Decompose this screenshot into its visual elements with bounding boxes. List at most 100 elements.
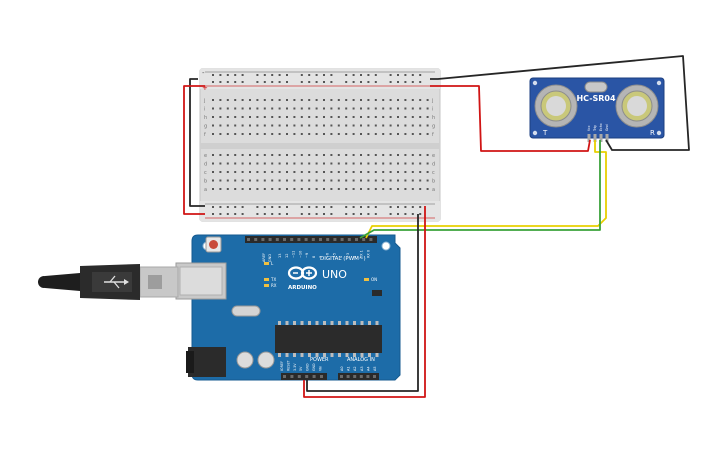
breadboard-hole	[271, 107, 274, 110]
rail-hole	[345, 81, 348, 83]
breadboard-hole	[367, 171, 370, 173]
wire-sensor-vcc	[430, 85, 591, 152]
breadboard-hole	[419, 162, 422, 165]
breadboard-hole	[300, 154, 303, 156]
breadboard-hole	[226, 188, 229, 190]
wire-left-black	[189, 78, 205, 207]
breadboard-hole	[300, 188, 303, 190]
rail-hole	[397, 74, 399, 76]
chip-leg	[315, 321, 319, 325]
rail-hole	[360, 81, 362, 83]
analog-header	[338, 373, 379, 380]
breadboard-hole	[278, 188, 281, 190]
header-pin	[369, 238, 373, 241]
breadboard-hole	[360, 124, 362, 127]
gnd-label: GND	[268, 254, 272, 262]
rail-hole	[367, 74, 370, 76]
breadboard-hole	[389, 107, 392, 110]
breadboard-hole	[397, 154, 399, 156]
breadboard-hole	[286, 162, 288, 165]
breadboard-hole	[278, 179, 281, 182]
power-pin-label: GND	[306, 363, 310, 371]
breadboard-hole	[226, 99, 229, 101]
breadboard-hole	[330, 162, 333, 165]
chip-leg	[368, 321, 371, 325]
digital-pin-label: 2	[353, 256, 357, 258]
rail-hole	[330, 206, 333, 208]
breadboard-hole	[323, 116, 325, 118]
chip-leg	[285, 321, 289, 325]
rail-hole	[315, 206, 318, 208]
breadboard-hole	[212, 133, 214, 135]
row-letter: a	[204, 187, 207, 193]
breadboard-hole	[241, 124, 244, 127]
breadboard-hole	[293, 154, 296, 156]
rail-hole	[315, 213, 318, 215]
breadboard-hole	[374, 133, 377, 135]
digital-pin-label: ~11	[292, 251, 296, 258]
rail-hole	[234, 206, 237, 208]
rail-hole	[212, 81, 214, 83]
header-pin	[320, 375, 323, 378]
breadboard-hole	[308, 171, 311, 173]
breadboard-hole	[256, 133, 259, 135]
analog-pin-label: A2	[353, 366, 357, 371]
rail-hole	[263, 213, 266, 215]
breadboard-hole	[249, 116, 251, 118]
breadboard-hole	[345, 179, 348, 182]
rail-hole	[241, 206, 244, 208]
breadboard-hole	[389, 188, 392, 190]
chip-leg	[368, 353, 371, 357]
breadboard-hole	[374, 179, 377, 182]
breadboard-hole	[241, 116, 244, 118]
sensor-pin-label: Gnd	[605, 124, 609, 131]
breadboard-hole	[315, 124, 318, 127]
header-pin	[305, 375, 309, 378]
header-pin	[366, 375, 370, 378]
chip-leg	[360, 353, 364, 357]
rail-hole	[323, 213, 325, 215]
breadboard-hole	[293, 99, 296, 101]
rail-hole	[300, 74, 303, 76]
breadboard-hole	[219, 107, 222, 110]
breadboard-hole	[411, 179, 414, 182]
breadboard-hole	[360, 107, 362, 110]
digital-pin-label: 13	[278, 254, 282, 258]
breadboard-hole	[389, 116, 392, 118]
capacitor-left	[236, 351, 254, 369]
header-pin	[362, 238, 366, 241]
rail-hole	[389, 213, 392, 215]
breadboard-hole	[360, 188, 362, 190]
breadboard-hole	[426, 133, 429, 135]
breadboard-hole	[397, 124, 399, 127]
breadboard-hole	[382, 154, 385, 156]
breadboard-hole	[315, 154, 318, 156]
wires	[183, 55, 690, 398]
breadboard-hole	[374, 99, 377, 101]
power-header	[281, 373, 327, 380]
rail-hole	[374, 206, 377, 208]
breadboard-hole	[278, 99, 281, 101]
power-jack[interactable]	[188, 347, 226, 377]
breadboard-hole	[337, 162, 340, 165]
sensor-pin-label: Vcc	[587, 125, 591, 131]
row-letter: h	[432, 115, 435, 121]
usb-cable[interactable]	[38, 264, 179, 300]
breadboard-hole	[226, 154, 229, 156]
header-pin	[312, 375, 316, 378]
rail-hole	[411, 206, 414, 208]
breadboard-hole	[226, 162, 229, 165]
breadboard-hole	[419, 171, 422, 173]
chip-leg	[345, 321, 349, 325]
rail-hole	[241, 74, 244, 76]
breadboard-hole	[352, 188, 355, 190]
breadboard-hole	[308, 154, 311, 156]
rail-hole	[241, 213, 244, 215]
reset-button-cap[interactable]	[209, 240, 218, 249]
row-letter: c	[432, 170, 435, 176]
power-pin-label: Vin	[318, 366, 322, 371]
